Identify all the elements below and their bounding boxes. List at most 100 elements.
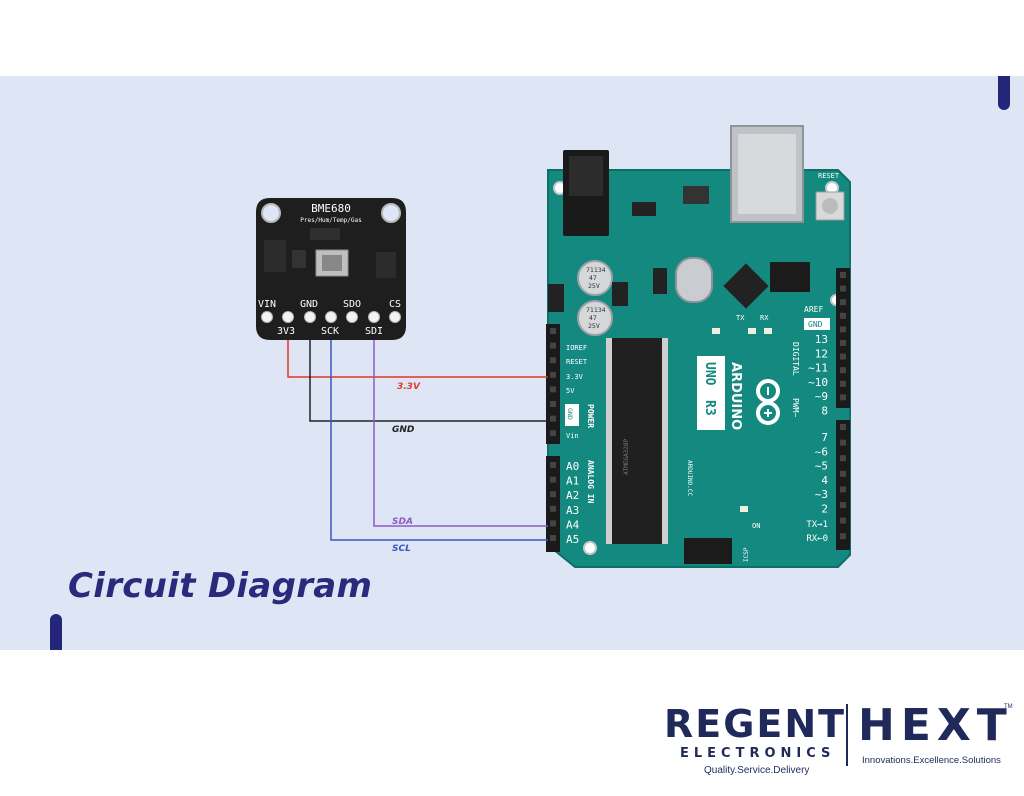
sensor-pin-label-vin: VIN [258, 299, 276, 310]
digital-pin-label: 12 [815, 347, 828, 360]
sensor-pin-label-gnd: GND [300, 299, 318, 310]
power-pin-label: Vin [566, 432, 579, 440]
icsp-header [684, 538, 732, 564]
analog-pin-label-a1: A1 [566, 475, 579, 488]
header-socket [550, 491, 556, 498]
digital-pin-label: ~5 [815, 460, 828, 473]
power-pin-label: 3.3V [566, 373, 584, 381]
sensor-pin-label-sdo: SDO [343, 299, 361, 310]
header-socket [840, 502, 846, 508]
component [683, 186, 709, 204]
power-pin-label: RESET [566, 358, 588, 366]
header-socket [840, 439, 846, 446]
header-socket [550, 401, 556, 407]
component [548, 284, 564, 312]
digital-pin-label: RX←0 [806, 534, 828, 544]
sensor-pin-label-sdi: SDI [365, 326, 383, 337]
sensor-pin-pad [304, 311, 316, 323]
jp-header [770, 262, 810, 292]
pwm-label: PWM~ [791, 398, 800, 417]
header-socket [840, 312, 846, 319]
header-socket [550, 462, 556, 468]
header-socket [550, 386, 556, 393]
digital-pin-label: TX→1 [806, 520, 828, 530]
header-socket [550, 342, 556, 349]
r3-text: R3 [702, 400, 717, 416]
digital-pin-label: ~3 [815, 488, 828, 501]
reset-label: RESET [818, 172, 840, 180]
digital-pin-label: ~9 [815, 390, 828, 403]
header-socket [840, 486, 846, 493]
mount-hole [583, 541, 597, 555]
component [264, 240, 286, 272]
digital-pin-label: ~6 [815, 445, 828, 458]
accent-bar-bottom [50, 614, 62, 650]
led-on [740, 506, 748, 512]
sensor-pin-pad [368, 311, 380, 323]
digital-pin-label: 2 [821, 503, 828, 516]
cap-text: 71134 [586, 306, 606, 314]
sensor-pin-label-cs: CS [389, 299, 401, 310]
sensor-pin-pad [346, 311, 358, 323]
analog-header [546, 456, 560, 552]
header-socket [550, 357, 556, 364]
bme680-sensor-board: BME680 Pres/Hum/Temp/Gas VIN GND SDO CS 3V3 S… [256, 198, 406, 340]
power-header [546, 324, 560, 444]
header-socket [840, 380, 846, 387]
digital-pin-label: 8 [821, 405, 828, 418]
header-socket [840, 533, 846, 540]
analog-label: ANALOG IN [586, 460, 595, 504]
power-pin-label: 5V [566, 387, 575, 395]
wire-label-sda: SDA [392, 517, 413, 527]
digital-pin-label: 4 [821, 474, 828, 487]
logo-electronics-text: ELECTRONICS [680, 746, 836, 761]
logo-hext-text: HEXT [858, 700, 1013, 751]
gnd-box [565, 404, 579, 426]
wire-label-scl: SCL [392, 544, 411, 554]
capacitor: 71134 47 25V [577, 260, 613, 296]
atmega-chip [612, 338, 662, 544]
power-pin-label: IOREF [566, 344, 587, 352]
header-socket [840, 470, 846, 477]
header-socket [840, 299, 846, 306]
header-socket [550, 520, 556, 527]
crystal [675, 257, 713, 303]
header-socket [840, 367, 846, 374]
on-label: ON [752, 522, 760, 530]
header-socket [840, 394, 846, 401]
header-socket [550, 505, 556, 512]
wire-gnd [309, 338, 548, 422]
header-socket [550, 535, 556, 541]
sensor-pin-label-sck: SCK [321, 326, 339, 337]
gnd-top-box [804, 318, 830, 330]
header-socket [550, 430, 556, 437]
gnd-top-label: GND [808, 320, 823, 329]
sensor-pin-label-3v3: 3V3 [277, 326, 295, 337]
chip-label: ATMEGA328P [623, 438, 630, 475]
cap-text: 25V [588, 282, 600, 290]
sensor-subtitle: Pres/Hum/Temp/Gas [300, 217, 362, 224]
component [653, 268, 667, 294]
sensor-pin-pad [282, 311, 294, 323]
cap-text: 25V [588, 322, 600, 330]
icsp-label: ICSP [743, 547, 750, 562]
component [376, 252, 396, 278]
wire-label-3v3: 3.3V [397, 382, 421, 392]
digital-pin-label: ~10 [808, 376, 828, 389]
wire-label-gnd: GND [392, 425, 415, 435]
sensor-name: BME680 [311, 202, 351, 215]
regulator [632, 202, 656, 216]
analog-pin-label-a0: A0 [566, 460, 579, 473]
tx-label: TX [736, 314, 745, 322]
digital-pin-label: 7 [821, 431, 828, 444]
logo-regent-text: REGENT [664, 702, 847, 746]
logo-tagline-hext: Innovations.Excellence.Solutions [862, 755, 1001, 766]
logo-divider [846, 704, 848, 766]
analog-pin-label-a2: A2 [566, 489, 579, 502]
sensor-pin-pad [389, 311, 401, 323]
wire-scl [330, 338, 548, 541]
header-socket [550, 476, 556, 483]
cap-text: 71134 [586, 266, 606, 274]
header-socket [840, 517, 846, 524]
